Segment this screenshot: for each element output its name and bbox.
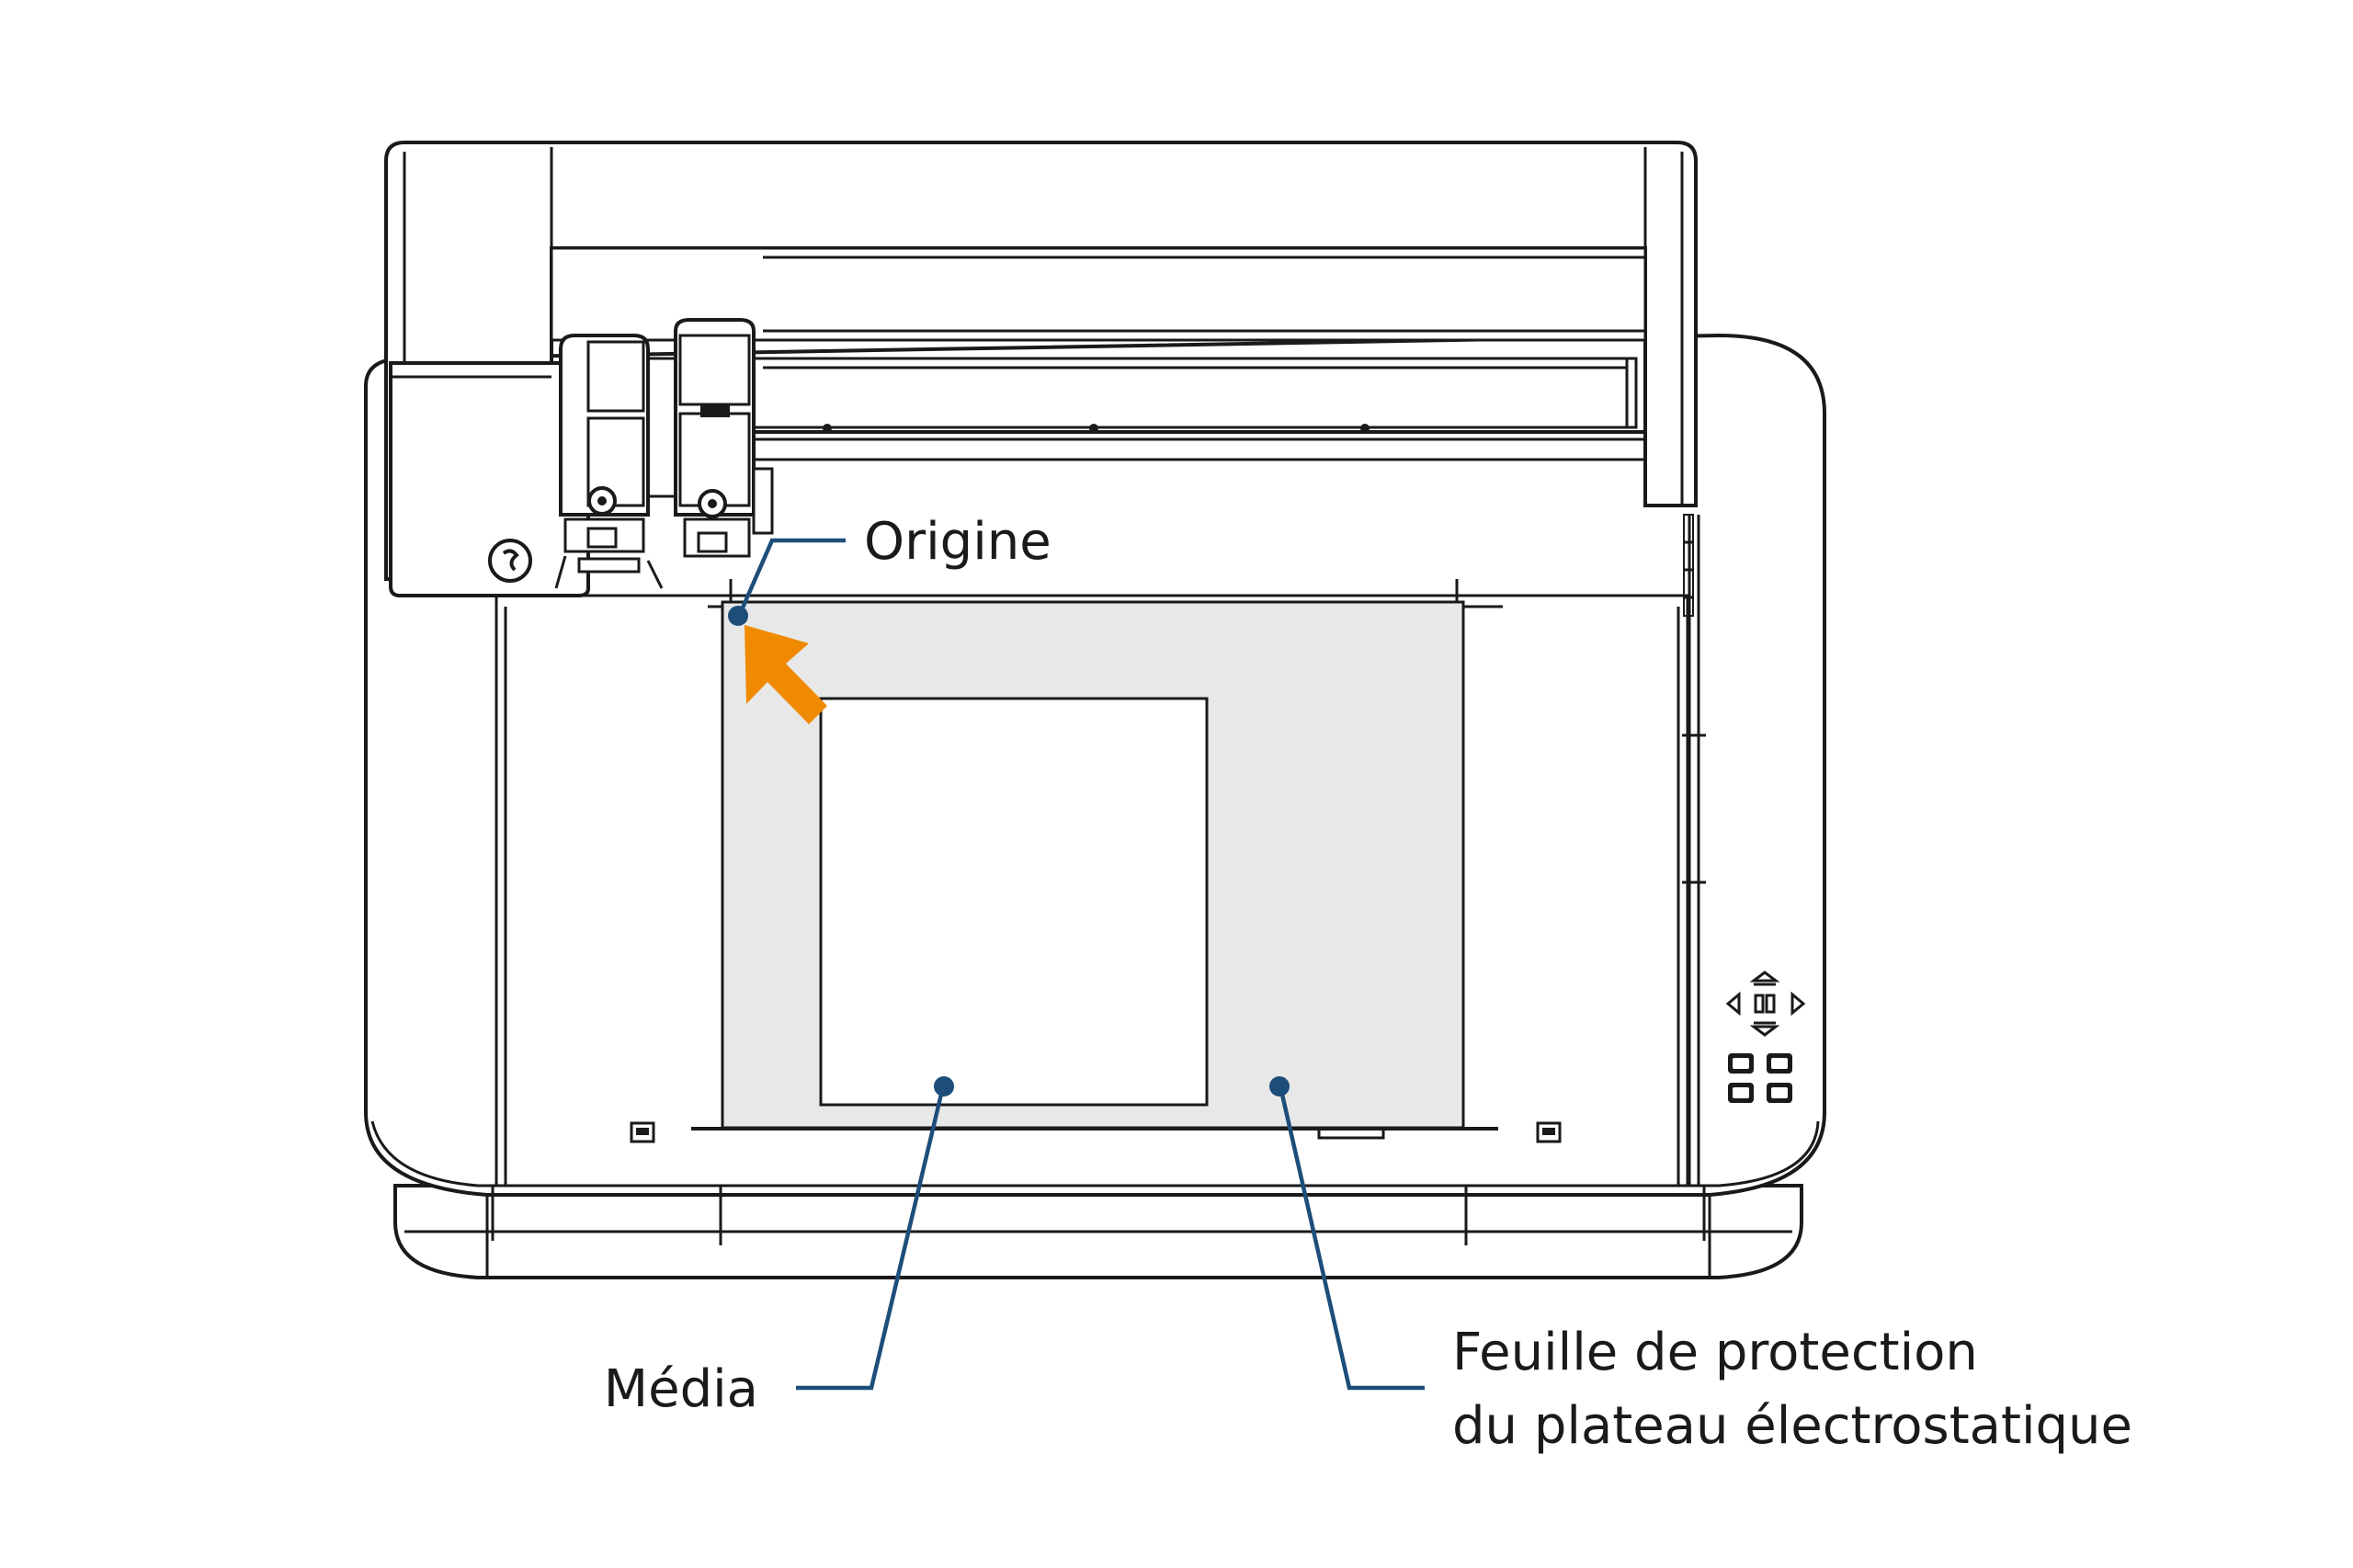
- sheet-leader: [1269, 1076, 1425, 1391]
- origin-label: Origine: [864, 512, 1051, 572]
- origin-leader: [728, 538, 846, 626]
- origin-arrow-icon: [745, 625, 827, 724]
- protection-sheet-label-line2: du plateau électrostatique: [1452, 1396, 2132, 1456]
- control-panel-buttons-icon: [1725, 971, 1806, 1103]
- protection-sheet-label-line1: Feuille de protection: [1452, 1323, 1978, 1382]
- tool-carriage: [389, 318, 774, 597]
- media-sheet: [819, 697, 1209, 1107]
- media-label: Média: [604, 1359, 758, 1419]
- media-leader: [796, 1076, 954, 1391]
